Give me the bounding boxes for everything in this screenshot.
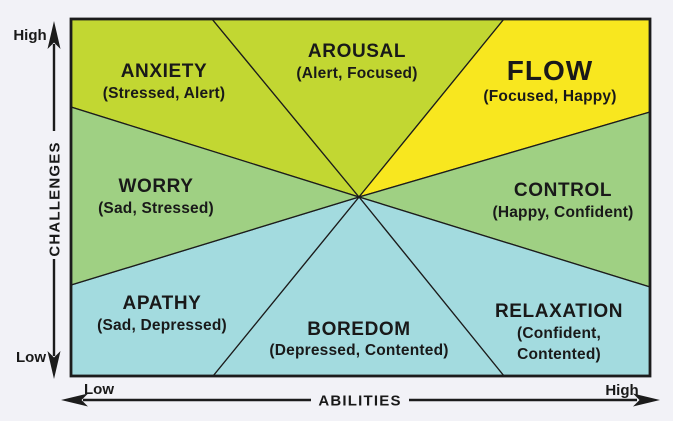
y-axis-low-label: Low (16, 349, 46, 366)
worry-subtitle: (Sad, Stressed) (98, 200, 214, 217)
control-title: CONTROL (514, 180, 612, 201)
y-axis-label: CHALLENGES (47, 141, 64, 256)
y-axis: High Low CHALLENGES (13, 21, 64, 379)
flow-title: FLOW (507, 55, 593, 86)
flow-subtitle: (Focused, Happy) (483, 88, 616, 105)
x-axis-label: ABILITIES (318, 393, 401, 410)
x-axis-low-label: Low (84, 381, 114, 398)
y-axis-down-arrowhead (47, 351, 61, 379)
y-axis-high-label: High (13, 27, 46, 44)
relaxation-subtitle-2: Contented) (517, 346, 601, 363)
anxiety-title: ANXIETY (121, 61, 208, 82)
arousal-subtitle: (Alert, Focused) (296, 65, 417, 82)
regions (70, 18, 651, 377)
arousal-title: AROUSAL (308, 41, 406, 62)
apathy-title: APATHY (123, 293, 202, 314)
x-axis: Low High ABILITIES (61, 381, 660, 410)
worry-title: WORRY (118, 176, 193, 197)
y-axis-up-arrowhead (47, 21, 61, 49)
x-axis-high-label: High (605, 382, 638, 399)
relaxation-title: RELAXATION (495, 301, 623, 322)
region-labels: ANXIETY (Stressed, Alert) AROUSAL (Alert… (97, 41, 633, 363)
x-axis-right-arrowhead (633, 393, 660, 407)
x-axis-left-arrowhead (61, 393, 88, 407)
boredom-title: BOREDOM (307, 319, 410, 340)
anxiety-subtitle: (Stressed, Alert) (103, 85, 226, 102)
relaxation-subtitle-1: (Confident, (517, 325, 601, 342)
boredom-subtitle: (Depressed, Contented) (269, 342, 448, 359)
plot-border (69, 17, 652, 378)
control-subtitle: (Happy, Confident) (492, 204, 633, 221)
apathy-subtitle: (Sad, Depressed) (97, 317, 227, 334)
